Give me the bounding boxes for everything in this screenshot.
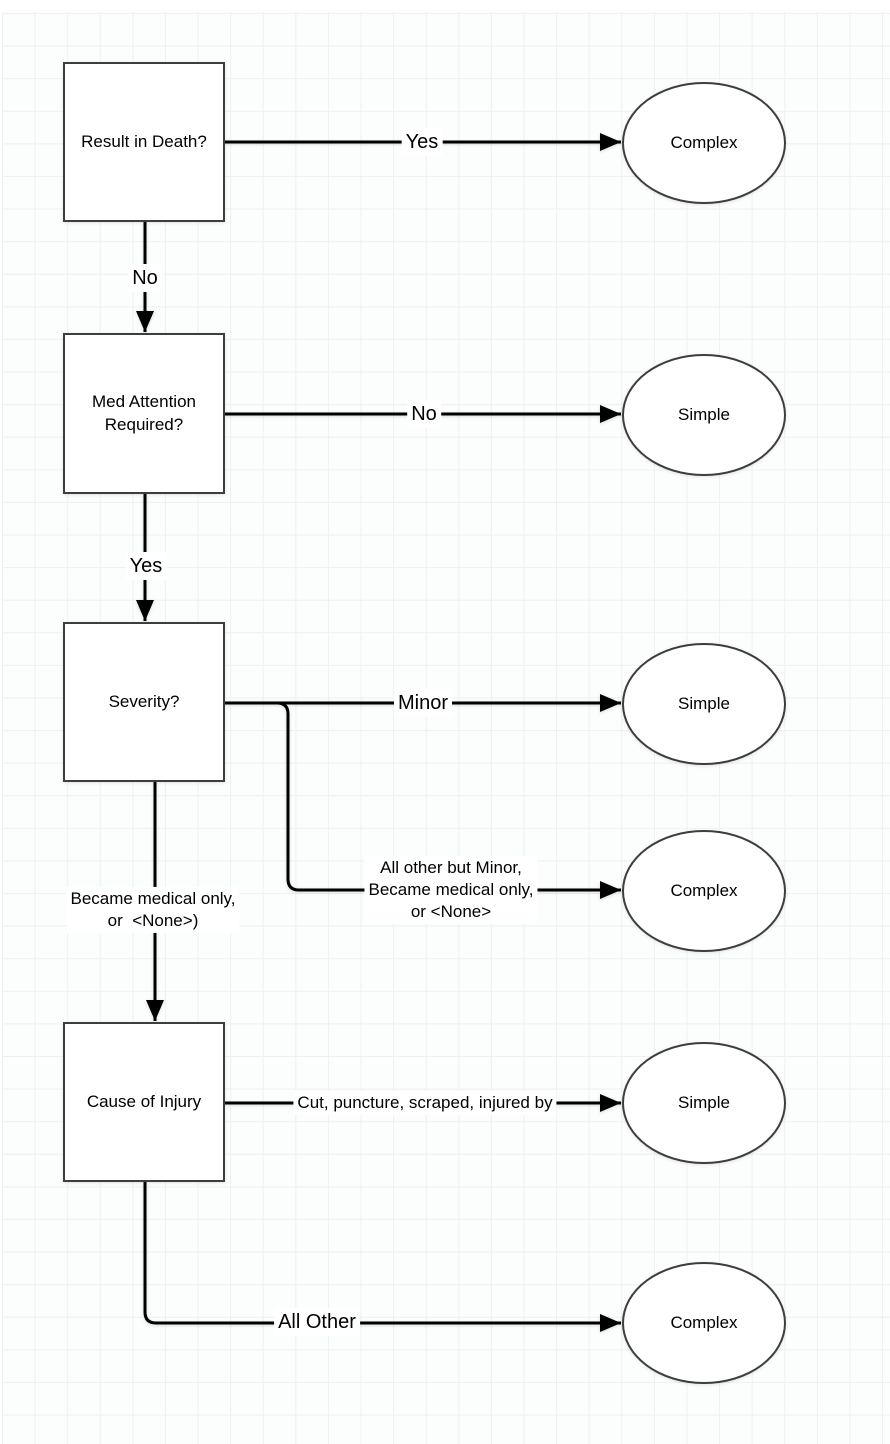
decision-label: Cause of Injury <box>86 1091 202 1111</box>
decision-result-in-death[interactable]: Result in Death? <box>63 62 225 222</box>
outcome-label: Simple <box>678 404 730 424</box>
edge-label-cause-cut[interactable]: Cut, puncture, scraped, injured by <box>293 1090 557 1116</box>
outcome-label: Complex <box>670 1312 738 1332</box>
edge-severity-allother-to-complex[interactable] <box>225 701 621 899</box>
outcome-severity-complex[interactable]: Complex <box>622 830 786 952</box>
edge-label-death-no[interactable]: No <box>128 264 162 292</box>
canvas-top-margin <box>0 0 890 12</box>
edge-label-med-yes[interactable]: Yes <box>125 552 167 580</box>
outcome-label: Simple <box>678 693 730 713</box>
outcome-label: Complex <box>670 132 738 152</box>
outcome-severity-simple[interactable]: Simple <box>622 643 786 765</box>
outcome-cause-complex[interactable]: Complex <box>622 1262 786 1384</box>
edge-label-med-no[interactable]: No <box>407 400 441 428</box>
edge-cause-allother-to-complex[interactable] <box>143 1182 621 1332</box>
outcome-cause-simple[interactable]: Simple <box>622 1042 786 1164</box>
outcome-label: Complex <box>670 880 738 900</box>
outcome-label: Simple <box>678 1092 730 1112</box>
decision-label: Result in Death? <box>81 131 207 151</box>
decision-label: Med Attention Required? <box>92 392 196 434</box>
decision-severity[interactable]: Severity? <box>63 622 225 782</box>
edge-label-death-yes[interactable]: Yes <box>401 128 443 156</box>
outcome-med-simple[interactable]: Simple <box>622 354 786 476</box>
edge-label-cause-all-other[interactable]: All Other <box>274 1308 360 1336</box>
edge-label-severity-to-cause[interactable]: Became medical only, or <None>) <box>66 886 240 934</box>
edge-label-severity-minor[interactable]: Minor <box>393 689 453 717</box>
decision-label: Severity? <box>108 691 180 711</box>
outcome-death-complex[interactable]: Complex <box>622 82 786 204</box>
decision-cause-of-injury[interactable]: Cause of Injury <box>63 1022 225 1182</box>
decision-med-attention-required[interactable]: Med Attention Required? <box>63 333 225 494</box>
edge-label-severity-allother-branch[interactable]: All other but Minor, Became medical only… <box>364 855 538 925</box>
canvas-left-margin <box>0 0 2 1444</box>
